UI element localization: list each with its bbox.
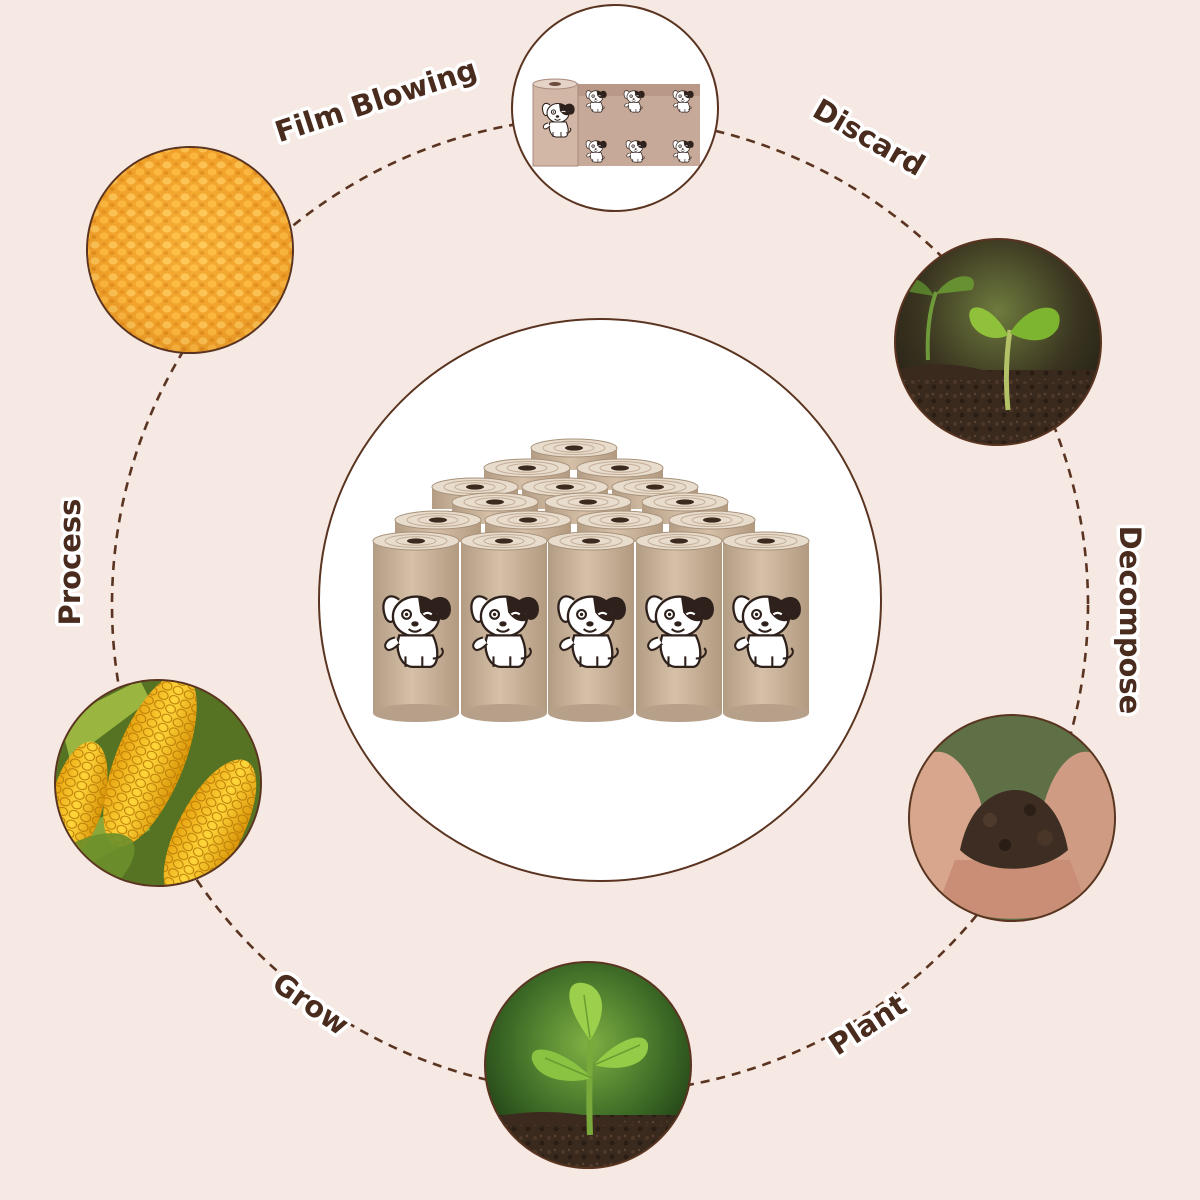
stage-hands-soil-photo — [908, 714, 1116, 922]
label-process: Process — [53, 499, 87, 626]
label-discard: Discard — [807, 92, 931, 183]
label-film-blowing: Film Blowing — [271, 52, 481, 149]
cycle-ring — [110, 115, 1090, 1095]
label-decompose: Decompose — [1113, 526, 1147, 715]
stage-seedling-soil-photo — [894, 238, 1102, 446]
stage-corn-kernels-photo — [86, 146, 294, 354]
center-product — [318, 318, 882, 882]
stage-bag-roll-photo — [511, 4, 719, 212]
stage-corn-cobs-photo — [54, 679, 262, 887]
label-plant: Plant — [823, 987, 913, 1062]
label-grow: Grow — [266, 966, 355, 1043]
stage-young-plant-photo — [484, 961, 692, 1169]
